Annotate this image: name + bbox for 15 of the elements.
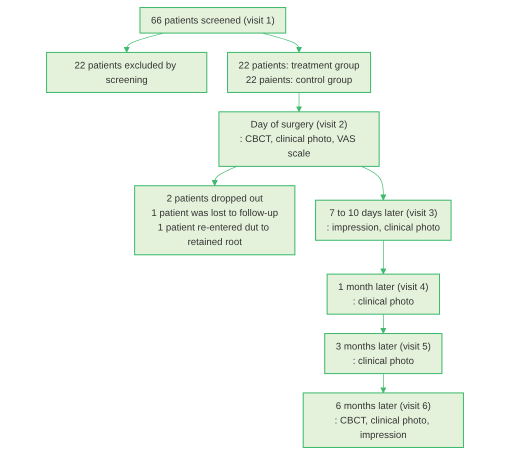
arrow (380, 240, 386, 274)
node-box: 22 patients: treatment group 22 paients: control group (227, 52, 372, 93)
node-box: 3 months later (visit 5) : clinical photo (324, 333, 442, 374)
node-box: Day of surgery (visit 2) : CBCT, clinical photo, VAS scale (218, 111, 380, 167)
node-box: 2 patients dropped out 1 patient was lost to follow-up 1 patient re-entered dut to retained root (134, 185, 296, 256)
node-box: 6 months later (visit 6) : CBCT, clinical photo, impression (302, 392, 464, 448)
node-box: 7 to 10 days later (visit 3) : impression, clinical photo (315, 200, 452, 241)
node-box: 1 month later (visit 4) : clinical photo (326, 274, 440, 315)
node-box: 22 patients excluded by screening (46, 52, 208, 93)
arrow (380, 314, 386, 334)
arrow (212, 166, 238, 186)
arrow (296, 92, 302, 112)
arrow (360, 166, 386, 200)
arrow (380, 373, 386, 394)
node-box: 66 patients screened (visit 1) (139, 7, 286, 34)
